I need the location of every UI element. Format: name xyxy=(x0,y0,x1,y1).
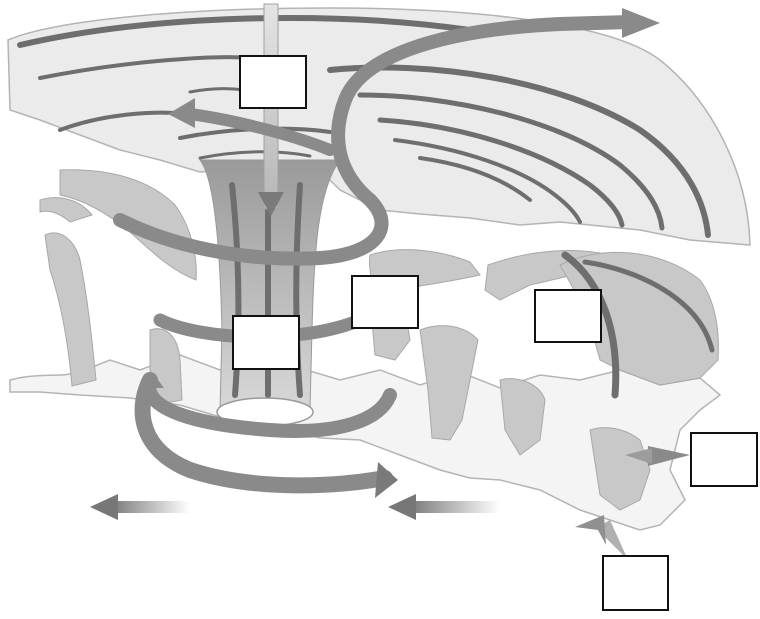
label-box-3[interactable] xyxy=(232,315,300,370)
spiral-arrow-head-top xyxy=(622,8,660,38)
downdraft-arrow xyxy=(258,192,284,216)
label-box-2[interactable] xyxy=(351,275,419,329)
spiral-arrow-head-inner xyxy=(140,372,164,388)
label-box-6[interactable] xyxy=(602,555,669,611)
upper-cloud-disc xyxy=(7,7,751,246)
right-cell-arc xyxy=(561,251,620,399)
spiral-arrow-head-left xyxy=(168,98,195,128)
outflow-arrow-middle xyxy=(388,494,500,520)
outflow-arrow-left xyxy=(90,494,190,520)
label-box-5[interactable] xyxy=(690,432,758,487)
spiral-arrow-head-bottom xyxy=(375,462,398,498)
label-box-1[interactable] xyxy=(239,55,307,109)
inflow-arrow-bottom xyxy=(575,515,628,560)
label-box-4[interactable] xyxy=(534,289,602,343)
inflow-arrow-right xyxy=(625,446,690,466)
